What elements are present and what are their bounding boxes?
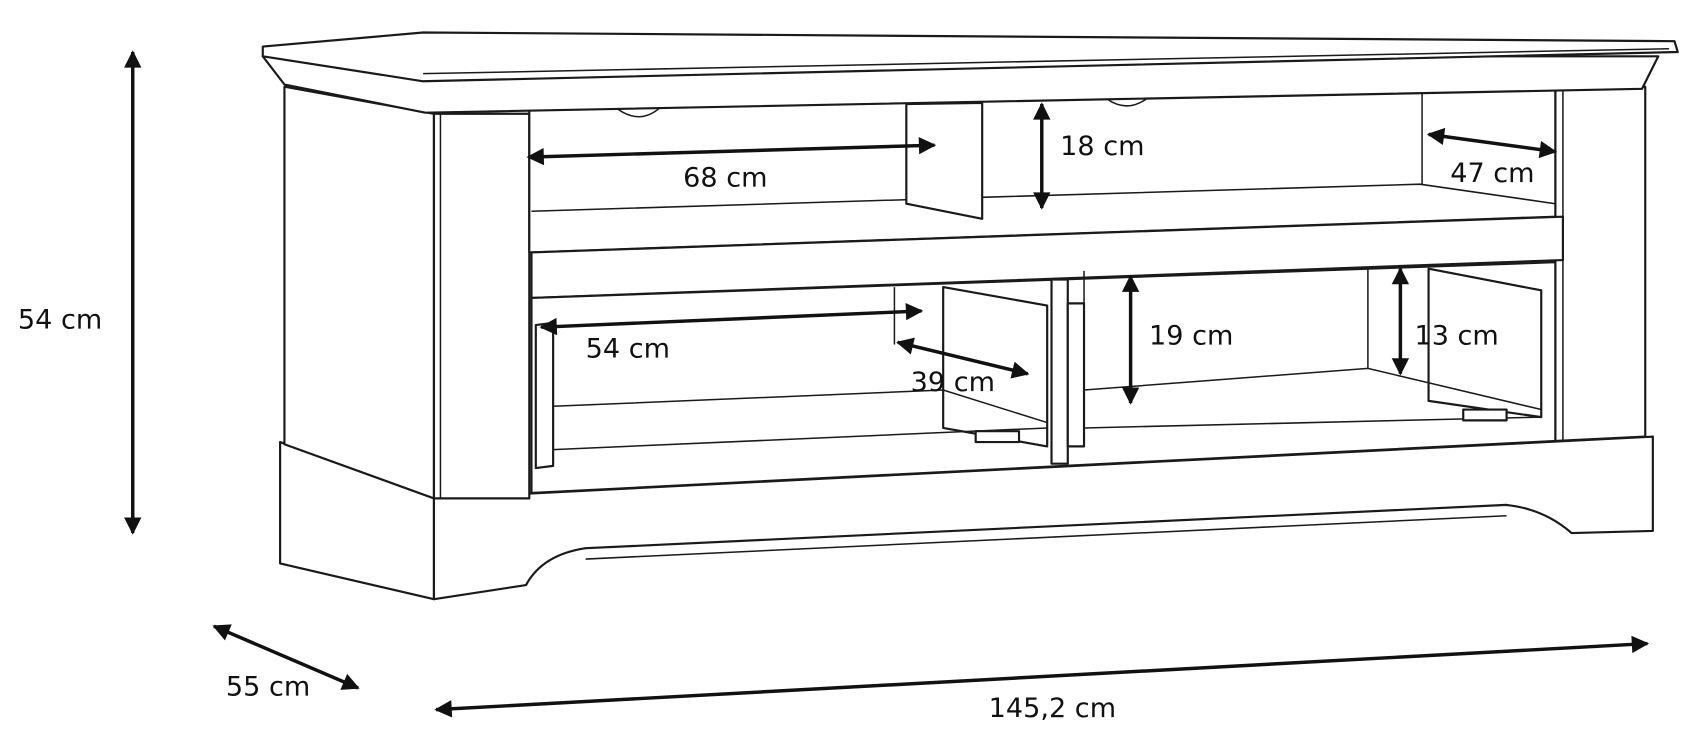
drawer-depth-arrow	[895, 337, 1030, 379]
depth-label: 55 cm	[226, 672, 310, 703]
right-drawer	[1066, 267, 1543, 448]
plinth-edge	[585, 514, 1507, 560]
width-label: 145,2 cm	[989, 693, 1116, 724]
drawer-divider	[1050, 278, 1069, 465]
shelf-width-arrow	[526, 136, 937, 166]
dimension-arrows	[124, 50, 1650, 718]
drawer-height-label: 13 cm	[1414, 321, 1498, 352]
furniture-drawing	[261, 31, 1679, 601]
depth-arrow	[212, 624, 360, 690]
shelf-depth-arrow	[1426, 127, 1558, 159]
width-arrow	[434, 635, 1650, 718]
drawer-opening-height-label: 19 cm	[1149, 321, 1233, 352]
left-side-panel	[283, 85, 436, 500]
center-divider	[905, 101, 984, 220]
height-label: 54 cm	[18, 304, 102, 335]
drawer-depth-label: 39 cm	[911, 367, 995, 398]
drawer-width-arrow	[539, 302, 924, 336]
right-front-pillar	[1554, 85, 1647, 443]
left-front-pillar	[432, 112, 531, 500]
drawer-width-label: 54 cm	[586, 334, 670, 365]
plinth-front	[432, 435, 1654, 601]
shelf-width-label: 68 cm	[683, 162, 767, 193]
shelf-depth-label: 47 cm	[1450, 158, 1534, 189]
shelf-height-label: 18 cm	[1060, 131, 1144, 162]
middle-rail	[530, 215, 1564, 300]
